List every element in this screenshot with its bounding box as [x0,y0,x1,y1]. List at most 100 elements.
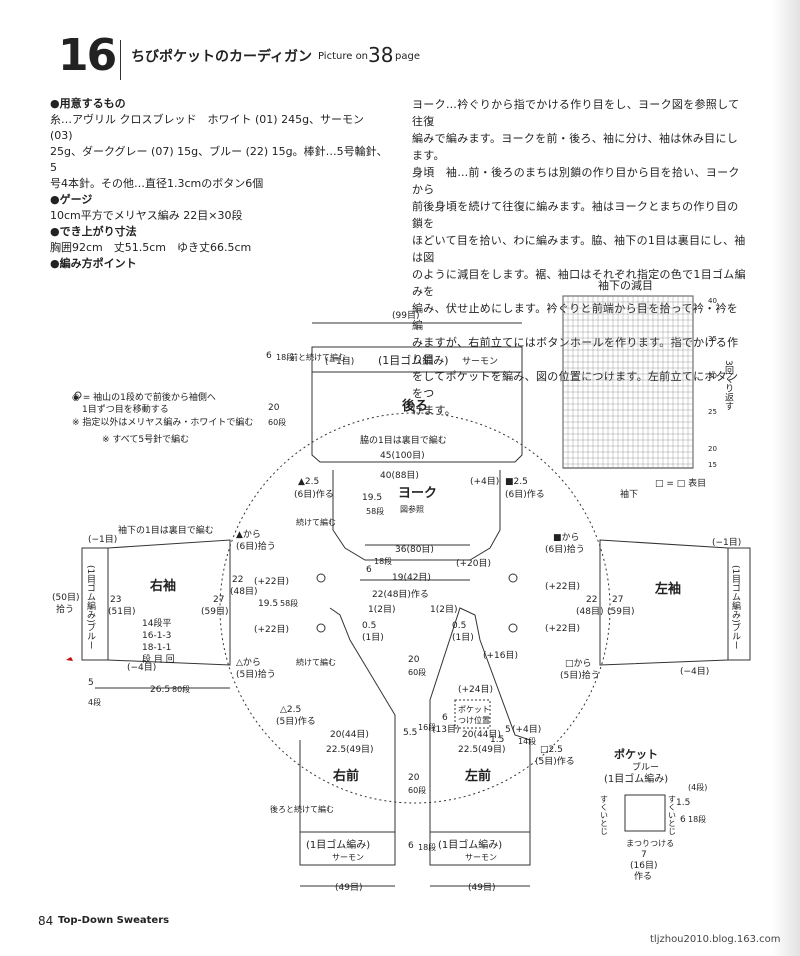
lsleeve-h22: 22 [586,595,597,605]
yoke-h6: 6 [366,565,372,575]
mark-plus22b: (+22目) [254,624,289,635]
yoke-w0-left: 0.5 [362,621,376,631]
lsleeve-minus4: (−4目) [680,666,709,677]
materials-heading: ●用意するもの [50,97,126,110]
mark-b5: (5目)作る [535,755,575,767]
lsleeve-minus1: (−1目) [712,537,741,548]
yoke-w40: 40(88目) [380,470,419,481]
yoke-h19: 19.5 [362,493,382,503]
materials-line: 10cm平方でメリヤス編み 22目×30段 [50,209,243,222]
yoke-outline [332,470,501,561]
rfront-h60: 60段 [408,667,426,677]
pocket-color: ブルー [632,761,659,773]
book-spine-shadow [772,0,800,956]
rsleeve-rib: (1目ゴム編み)ブルー [85,565,96,650]
lsleeve-label: 左袖 [655,581,681,597]
instruction-line: 編み、伏せ止めにします。衿ぐりと前端から目を拾って衿・衿を編 [412,302,739,332]
instruction-line: のように減目をします。裾、袖口はそれぞれ指定の色で1目ゴム編みを [412,268,746,298]
lsleeve-rib: (1目ゴム編み)ブルー [730,565,741,650]
instructions-section: ヨーク…衿ぐりから指でかける作り目をし、ヨーク図を参照して往復編みで編みます。ヨ… [412,96,747,419]
back-waist-note: 脇の1目は裏目で編む [360,434,447,446]
picture-on-label: Picture on [318,51,369,62]
lfront-label: 左前 [465,768,491,784]
marker-dot-1 [316,573,326,583]
rfront-h20b: 20 [408,773,420,783]
rsleeve-length: 26.5 [150,685,170,695]
lfront-p13: (13目) [432,724,459,735]
lfront-pocket-position: つけ位置 [458,715,490,725]
mark-sq25: ■2.5 [505,477,528,487]
rsleeve-h48: (48目) [230,586,257,597]
pocket-make: 作る [634,870,652,882]
rfront-w225: 22.5(49目) [326,744,374,755]
rsleeve-h58b: 58段 [280,598,298,608]
mark-box-pick: (5目)拾う [560,669,600,681]
lfront-color: サーモン [465,853,497,862]
rfront-h18: 18段 [418,842,436,852]
right-front-outline [299,607,396,866]
lsleeve-h27: 27 [612,595,623,605]
rsleeve-h23: 23 [110,595,121,605]
back-top-count: (99目) [392,310,419,321]
yoke-h18: 18段 [374,556,392,566]
yoke-w36: 36(80目) [395,544,434,555]
rsleeve-dec3: 18-1-1 [142,643,171,653]
legend-dot-marker [74,391,82,399]
mark-continue-2: 続けて編む [296,657,336,667]
lfront-w225: 22.5(49目) [458,744,506,755]
picture-page-word: page [395,51,420,62]
chart-row20: 20 [708,445,717,453]
red-mark [66,657,73,661]
rsleeve-h195: 19.5 [258,599,278,609]
back-h60: 60段 [268,417,286,427]
lsleeve-h59: (59目) [607,606,634,617]
chart-title: 袖下の減目 [598,278,653,292]
rsleeve-h5: 5 [88,678,94,688]
instruction-line: 身頃 袖…前・後ろのまちは別鎖の作り目から目を拾い、ヨークから [412,166,740,196]
rsleeve-dec2: 16-1-3 [142,631,171,641]
yoke-w1-right: 1(2目) [430,604,457,615]
materials-line: 号4本針。その他…直径1.3cmのボタン6個 [50,177,264,190]
back-label: 後ろ [402,398,428,414]
yoke-ref: 図参照 [400,504,424,514]
rfront-color: サーモン [332,853,364,862]
yoke-w0b-left: (1目) [362,632,384,643]
instruction-line: ほどいて目を拾い、わに編みます。脇、袖下の1目は裏目にし、袖は図 [412,234,746,264]
pocket-w16: (16目) [630,860,657,871]
rsleeve-pick: 拾う [56,603,74,615]
lfront-p55: 5.5 [403,728,417,738]
yoke-plus4: (+4目) [470,476,499,487]
rfront-label: 右前 [332,768,359,784]
book-title: Top-Down Sweaters [58,915,170,926]
materials-line: 糸…アヴリル クロスブレッド ホワイト (01) 245g、サーモン (03) [50,113,365,142]
watermark: tljzhou2010.blog.163.com [650,934,781,945]
rsleeve-dec1: 14段平 [142,617,171,629]
chart-row25: 25 [708,408,717,416]
lfront-p16: 16段 [418,722,436,732]
chart-legend: □ = □ 表目 [655,477,706,489]
pocket-title: ポケット [614,747,658,761]
lfront-p14: 14段 [518,736,536,746]
lfront-p5: 5 [505,725,511,735]
lfront-plus16: (+16目) [483,650,518,661]
left-front-outline [429,607,531,866]
back-rib-color: サーモン [462,356,498,367]
yoke-circle [219,412,611,804]
header-divider [120,40,121,80]
instruction-line: けます。 [412,404,457,417]
rfront-w20: 20(44目) [330,729,369,740]
rsleeve-h4: 4段 [88,697,101,707]
mark-tri-from: ▲から [236,529,261,540]
rsleeve-h50: (50目) [52,592,79,603]
lfront-bottom: (49目) [468,882,495,893]
rfront-h60b: 60段 [408,785,426,795]
mark-tri6: (6目)作る [294,488,334,500]
lfront-p6: 6 [442,713,448,723]
rsleeve-h22: 22 [232,575,243,585]
chart-row30: 30 [708,372,717,380]
yoke-w0-right: 0.5 [452,621,466,631]
mark-delta-from: △から [236,657,261,668]
pocket-h15: 1.5 [676,798,690,808]
note-1b: 1目ずつ目を移動する [82,403,169,415]
